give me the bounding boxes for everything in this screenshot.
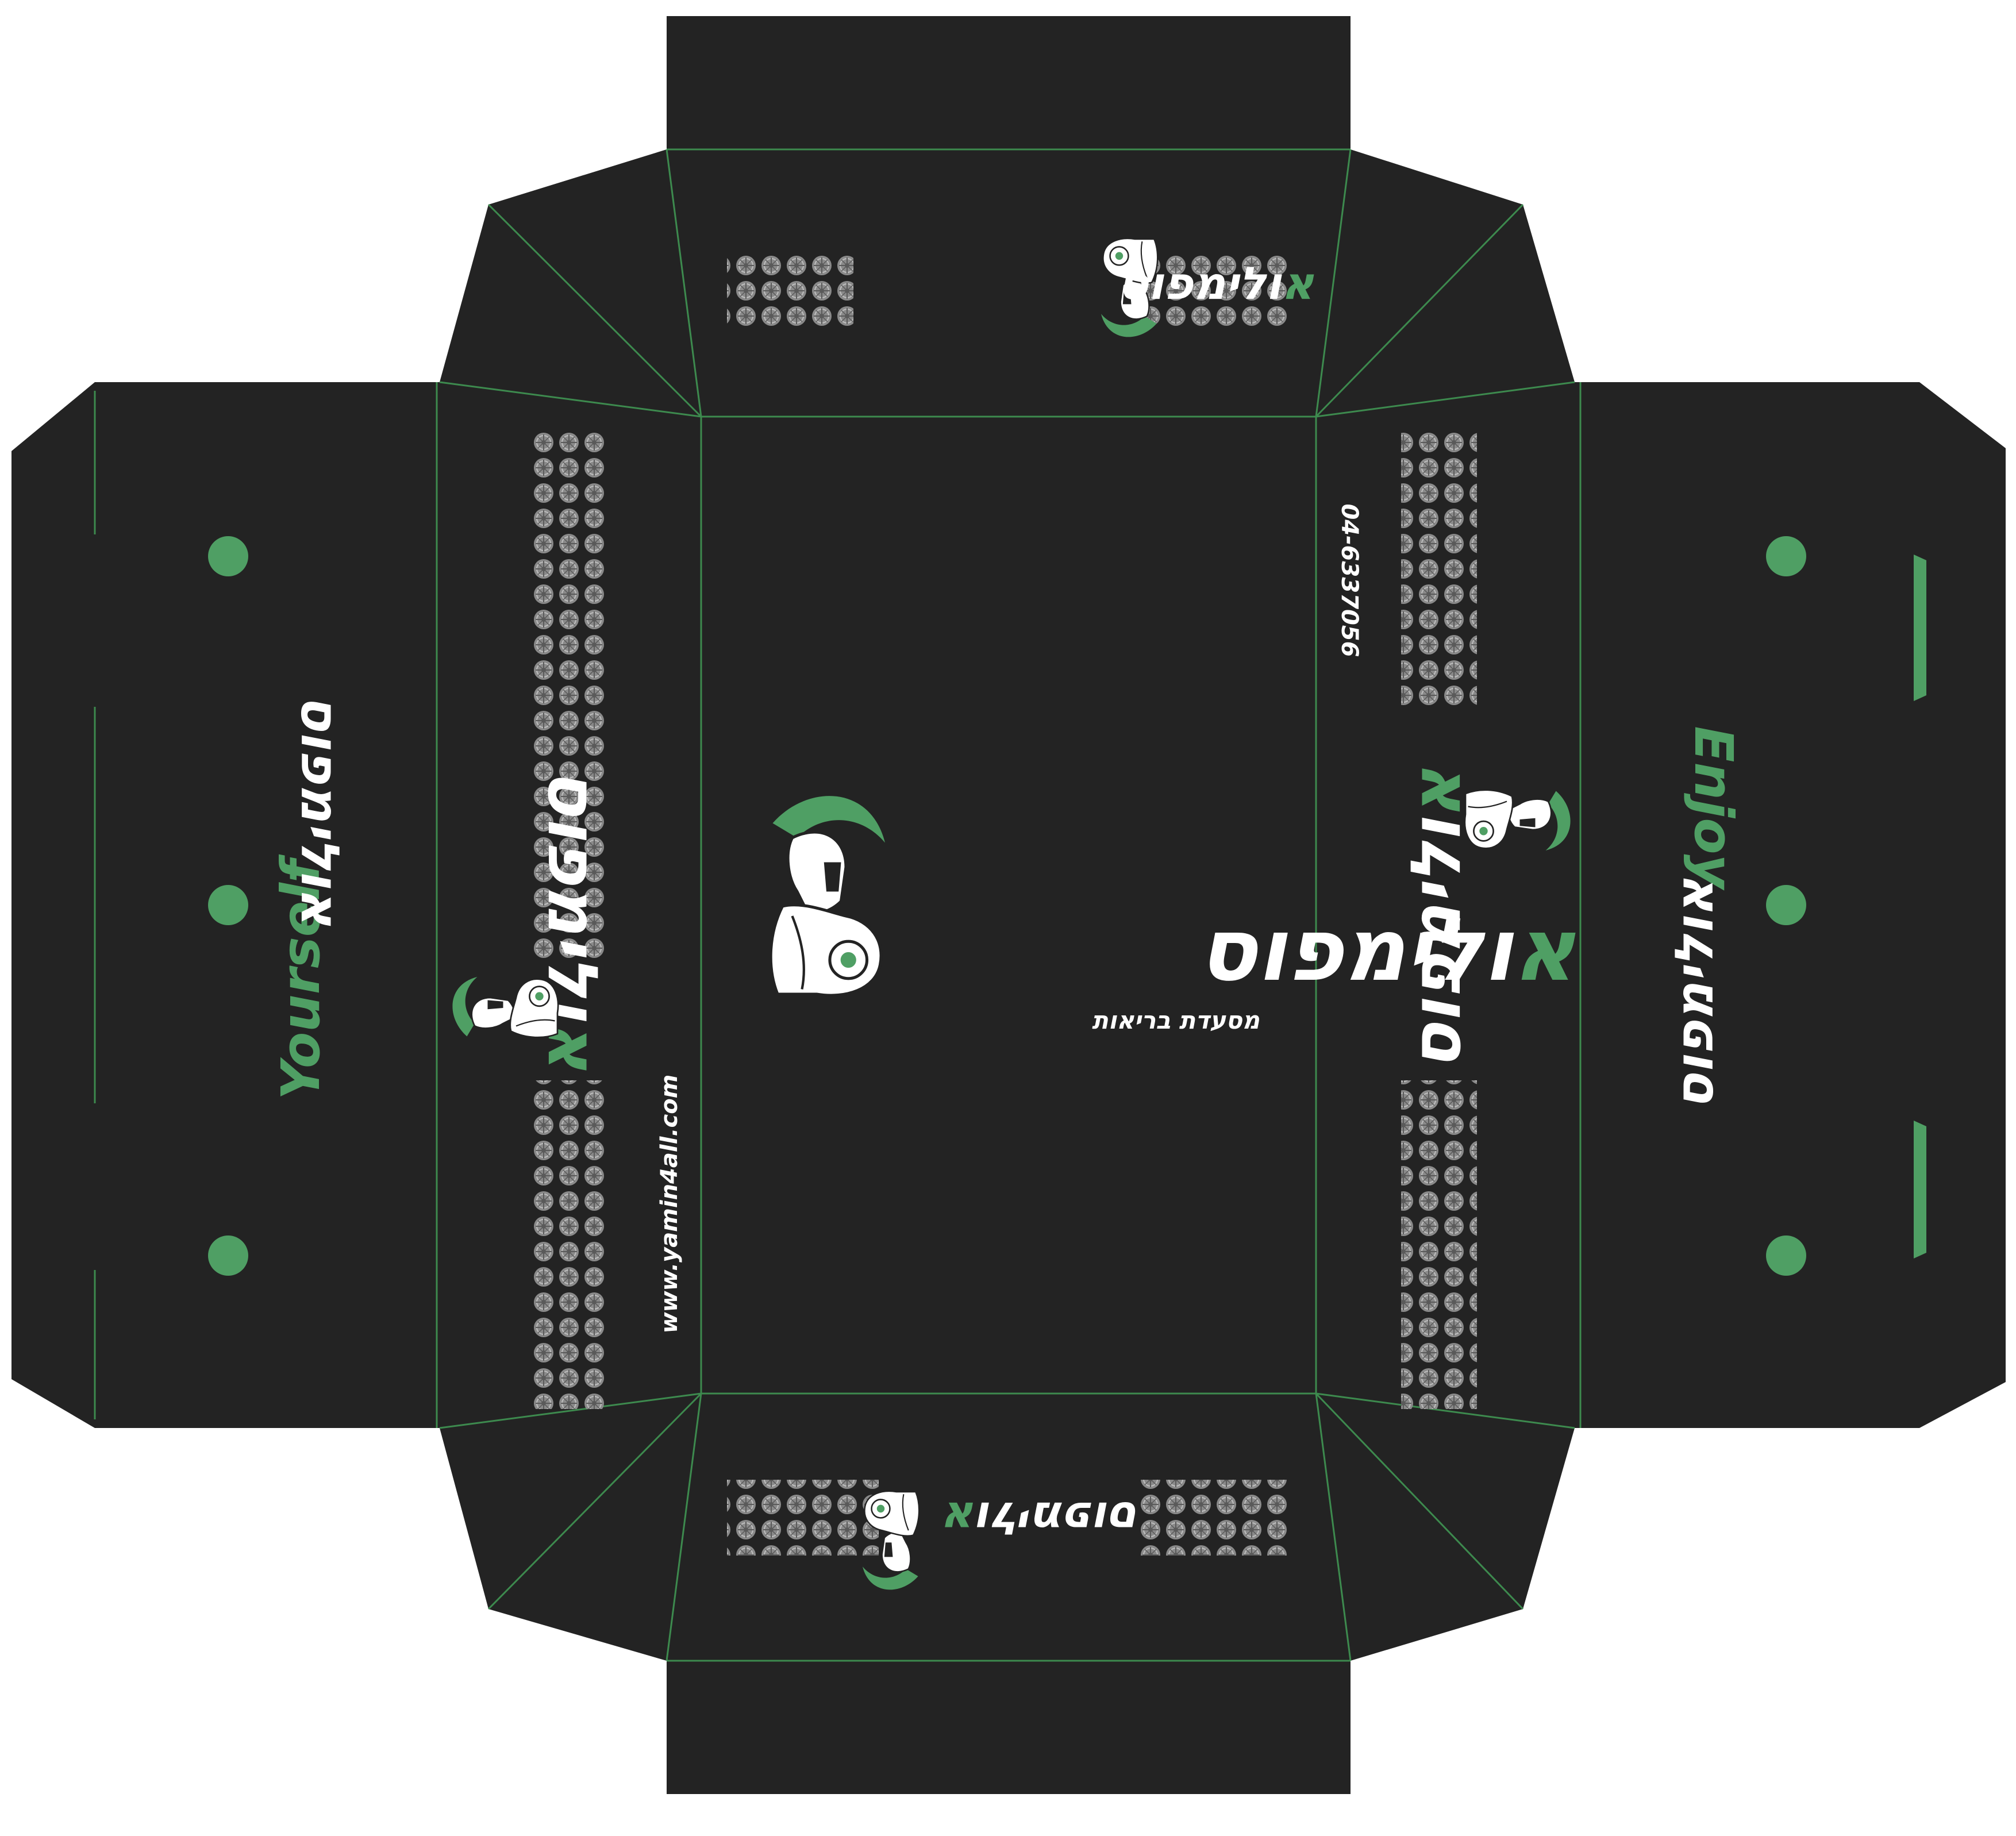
- left-flap-brand-text: אולימפוס: [289, 695, 351, 927]
- top-side-panel: [440, 149, 1575, 417]
- right-flap-brand: אולימפוס: [1664, 878, 1725, 1110]
- fold-lines: [94, 148, 1582, 1662]
- top-tuck-flap: [667, 16, 1351, 149]
- bottom-panel-logo: אולימפוס: [861, 1490, 1141, 1591]
- green-dot-icon: [208, 536, 248, 576]
- slogan-enjoy: Enjoy: [1683, 726, 1744, 891]
- tab-slot-icon: [1914, 555, 1926, 1258]
- left-logo-title: אולימפוס: [532, 768, 612, 1071]
- right-logo-title: אולימפוס: [1396, 768, 1476, 1071]
- top-panel-logo: אולימפוס: [1100, 237, 1314, 338]
- tagline: מסעדת בריאות: [1092, 1006, 1260, 1034]
- right-panel-logo: אולימפוס: [1396, 768, 1476, 1071]
- right-flap-slogan: Enjoy: [1683, 726, 1744, 891]
- green-dot-icon: [1766, 885, 1806, 925]
- center-band: [437, 382, 1580, 1428]
- bottom-logo-title: אולימפוס: [945, 1492, 1141, 1544]
- bottom-tuck-flap: [667, 1661, 1351, 1794]
- logo-title: אולימפוס: [1198, 900, 1576, 1000]
- left-flap-slogan: Yourself: [270, 854, 332, 1100]
- top-logo-title: אולימפוס: [1118, 258, 1314, 310]
- green-dot-icon: [208, 1235, 248, 1276]
- green-dot-icon: [1766, 1235, 1806, 1276]
- right-flap-brand-text: אולימפוס: [1664, 878, 1725, 1110]
- green-dot-icon: [1766, 536, 1806, 576]
- slogan-yourself: Yourself: [270, 854, 332, 1100]
- decorative-wheel-pattern-icon: [532, 253, 1477, 1556]
- center-logo: אולימפוס מסעדת בריאות: [771, 796, 1576, 1034]
- green-dot-icon: [208, 885, 248, 925]
- phone-number: 04-6337056: [1336, 503, 1363, 657]
- left-panel-logo: אולימפוס: [532, 768, 612, 1071]
- bottom-side-panel: [440, 1394, 1575, 1661]
- left-flap-brand: אולימפוס: [289, 695, 351, 927]
- website-url: www.yamin4all.com: [656, 1075, 683, 1334]
